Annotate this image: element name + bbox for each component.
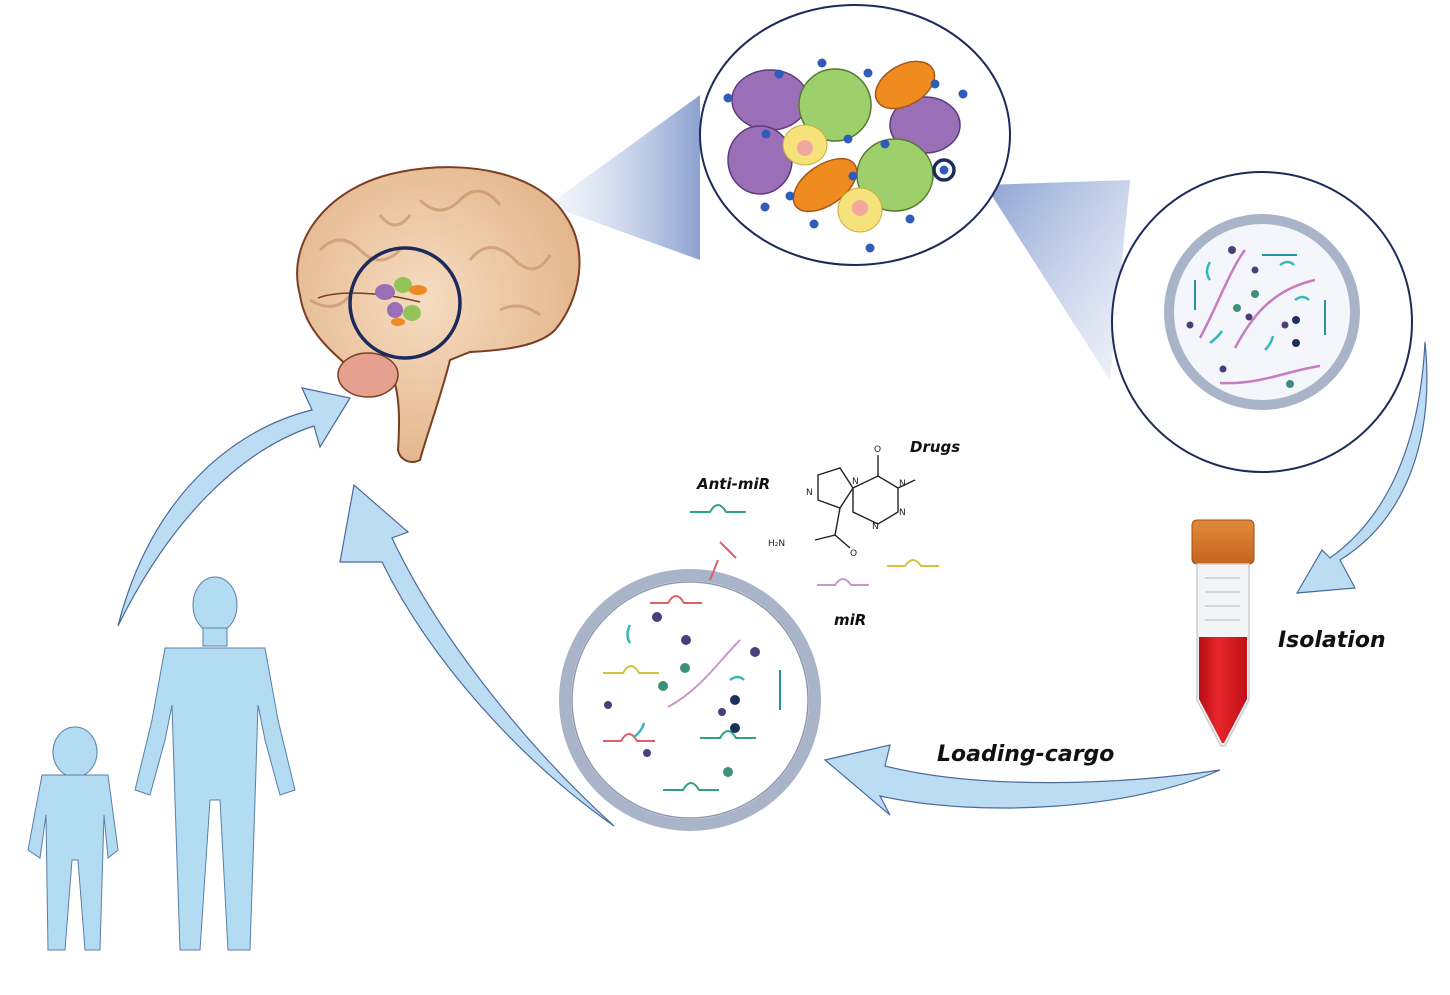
exosome-content-panel: [1111, 171, 1413, 473]
drug-chemical-structure: [814, 455, 916, 549]
label-anti-mir: Anti-miR: [697, 475, 771, 493]
svg-text:N: N: [872, 522, 879, 532]
extracellular-vesicles: [723, 58, 968, 253]
exosome-membrane: [1164, 214, 1360, 410]
highlighted-vesicle: [932, 158, 956, 182]
label-loading-cargo: Loading-cargo: [937, 742, 1115, 767]
arrow-exosome-to-brain: [339, 483, 615, 827]
arrow-patients-to-brain: [117, 387, 351, 627]
zoom-beam-brain-to-cells: [548, 95, 700, 260]
tumor-highlight-circle: [348, 246, 462, 360]
svg-text:N: N: [899, 479, 906, 489]
mirna-green: [663, 504, 756, 791]
mirna-yellow: [603, 559, 939, 674]
label-mir: miR: [834, 611, 867, 629]
arrow-loading-cargo: [823, 744, 1221, 816]
svg-text:N: N: [899, 508, 906, 518]
mirna-red: [603, 541, 737, 742]
label-isolation: Isolation: [1278, 628, 1386, 653]
adult-silhouette: [134, 576, 296, 951]
loaded-exosome-membrane: [559, 569, 821, 831]
svg-text:O: O: [850, 549, 857, 559]
svg-text:O: O: [874, 445, 881, 455]
brain-tumor-cells: [375, 277, 427, 326]
cell-yellow: [782, 124, 883, 233]
chem-atom-labels: O N N N N N H₂N O: [768, 445, 906, 559]
brain-illustration: [296, 166, 581, 463]
svg-text:H₂N: H₂N: [768, 539, 785, 549]
cell-purple: [727, 69, 961, 195]
loaded-exosome-panel: [559, 504, 939, 831]
zoom-beam-cells-to-exosome: [985, 180, 1130, 380]
child-silhouette: [27, 726, 119, 951]
svg-text:N: N: [852, 477, 859, 487]
cell-green: [798, 68, 934, 212]
blood-tube: [1191, 519, 1255, 747]
label-drugs: Drugs: [910, 438, 961, 456]
tumor-microenvironment-panel: [699, 4, 1011, 266]
cell-orange: [792, 60, 936, 213]
arrow-exosome-to-tube: [1295, 341, 1428, 594]
svg-text:N: N: [806, 488, 813, 498]
mirna-pink: [667, 578, 869, 708]
